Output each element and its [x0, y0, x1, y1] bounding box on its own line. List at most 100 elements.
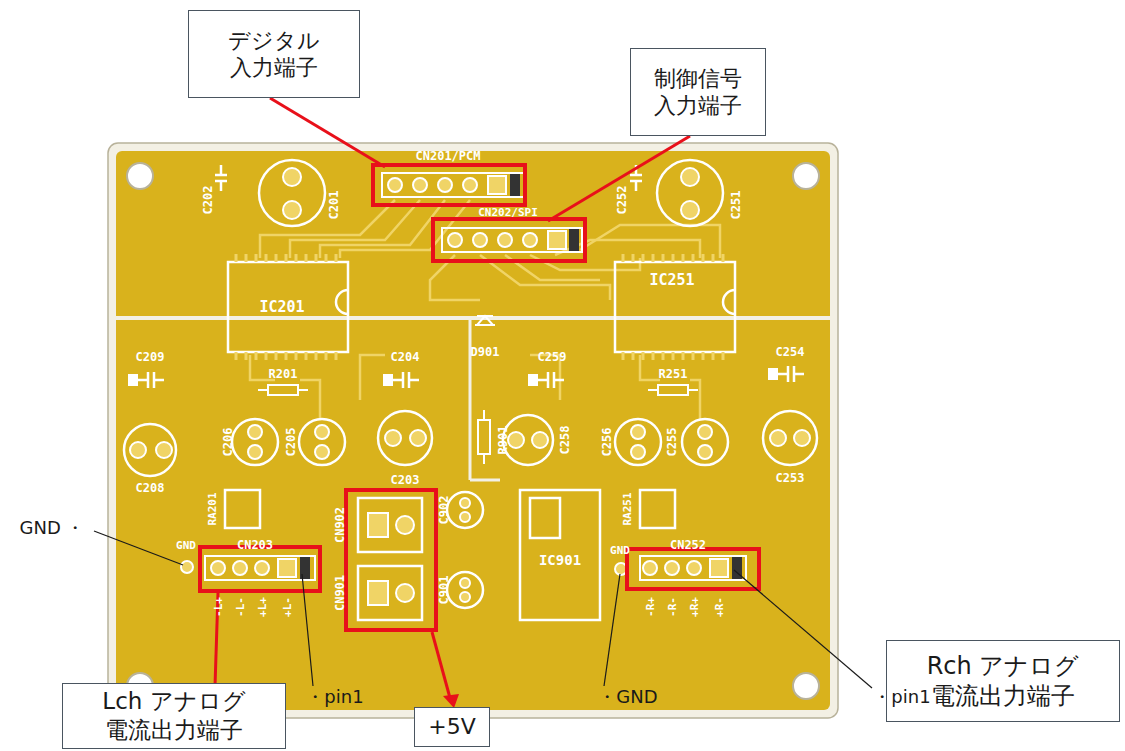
silkscreen-label: CN201/PCM	[415, 150, 480, 162]
silkscreen-label: CN902	[334, 507, 346, 543]
silkscreen-label: CN203	[237, 539, 273, 551]
pcb-graphic	[640, 490, 675, 528]
pcb-graphic	[793, 163, 819, 189]
pcb-graphic	[385, 430, 401, 446]
pcb-graphic	[648, 389, 698, 391]
silkscreen-label: +L-	[282, 597, 293, 617]
pcb-graphic	[734, 570, 872, 688]
pcb-graphic	[604, 574, 620, 686]
pcb-graphic	[358, 498, 422, 620]
pcb-graphic	[478, 420, 490, 454]
pcb-graphic	[259, 160, 325, 226]
pcb-graphic	[270, 98, 385, 167]
pcb-graphic	[138, 165, 804, 388]
pcb-graphic	[200, 547, 320, 591]
pcb-graphic	[128, 368, 778, 386]
pcb-graphic	[698, 425, 712, 439]
pcb-graphic	[211, 561, 225, 575]
pcb-graphic	[413, 178, 427, 192]
silkscreen-label: +R-	[714, 597, 725, 617]
pcb-graphic	[665, 561, 679, 575]
pcb-graphic	[283, 201, 301, 219]
pcb-graphic	[447, 572, 483, 608]
pcb-graphic	[794, 430, 810, 446]
pcb-graphic	[250, 200, 720, 420]
pcb-graphic	[211, 176, 728, 577]
silkscreen-label: IC901	[539, 553, 581, 567]
pcb-graphic	[623, 254, 723, 262]
silkscreen-label: -L+	[213, 597, 224, 617]
pointer-label: ・GND	[598, 688, 657, 706]
callout-text: +5V	[428, 713, 475, 741]
pcb-graphic	[503, 415, 553, 465]
pointer-label: GND ・	[20, 519, 85, 537]
silkscreen-label: C252	[616, 186, 628, 215]
pcb-graphic	[315, 445, 329, 459]
pcb-graphic	[124, 424, 176, 476]
silkscreen-label: C208	[136, 482, 165, 494]
pcb-graphic	[538, 372, 564, 388]
silkscreen-label: C254	[776, 346, 805, 358]
pointer-leader	[94, 531, 872, 688]
silkscreen-label: IC201	[259, 300, 304, 315]
silkscreen-label: -L-	[235, 597, 246, 617]
pcb-graphic	[346, 490, 436, 630]
silkscreen-label: +R+	[689, 597, 700, 617]
silkscreen-label: D901	[471, 346, 500, 358]
pcb-graphic	[396, 584, 414, 602]
pcb-graphic	[770, 430, 786, 446]
pcb-graphic	[475, 316, 495, 325]
pcb-graphic	[383, 374, 393, 386]
pcb-graphic	[358, 566, 422, 620]
silkscreen-label: +L+	[257, 597, 268, 617]
pcb-graphic	[228, 262, 348, 352]
pcb-graphic	[763, 411, 817, 465]
pcb-graphic	[623, 352, 723, 360]
pcb-graphic	[448, 233, 462, 247]
callout-text: 制御信号 入力端子	[631, 65, 765, 120]
silkscreen-label: C202	[202, 186, 214, 215]
pcb-graphic	[508, 432, 524, 448]
pcb-graphic	[433, 219, 585, 261]
pcb-graphic	[528, 374, 538, 386]
silkscreen-label: C259	[538, 351, 567, 363]
pcb-graphic	[336, 290, 348, 314]
pcb-graphic	[523, 233, 537, 247]
pcb-graphic	[378, 411, 432, 465]
pcb-graphic	[382, 173, 524, 197]
pcb-graphic	[127, 163, 153, 189]
pcb-graphic	[442, 228, 582, 252]
highlight-frame	[200, 165, 759, 630]
callout-text: Lch アナログ 電流出力端子	[63, 687, 285, 745]
pcb-graphic	[225, 262, 735, 620]
pcb-graphic	[368, 581, 388, 605]
pcb-graphic	[657, 160, 723, 226]
pcb-graphic	[681, 168, 699, 186]
silkscreen-label: C206	[222, 428, 234, 457]
pcb-graphic	[615, 419, 661, 465]
pcb-graphic	[358, 498, 422, 552]
pcb-graphic	[658, 385, 688, 395]
pcb-graphic	[393, 372, 419, 388]
callout-leader	[215, 98, 690, 698]
callout-box: Lch アナログ 電流出力端子	[62, 683, 286, 749]
silkscreen-label: C203	[391, 474, 420, 486]
pcb-graphic	[388, 178, 402, 192]
pcb-graphic	[205, 173, 746, 580]
silkscreen-label: C902	[438, 496, 450, 525]
pcb-graphic	[255, 561, 269, 575]
pcb-graphic	[232, 419, 278, 465]
pcb-graphic	[315, 425, 329, 439]
pcb-graphic	[432, 632, 450, 698]
pcb-graphic	[248, 445, 262, 459]
pcb-graphic	[698, 445, 712, 459]
pcb-graphic	[156, 442, 172, 458]
pcb-graphic	[181, 561, 193, 573]
pcb-graphic	[460, 592, 470, 602]
pcb-graphic	[283, 168, 301, 186]
pcb-graphic	[793, 673, 819, 699]
pcb-graphic	[548, 231, 566, 249]
pcb-graphic	[682, 419, 728, 465]
